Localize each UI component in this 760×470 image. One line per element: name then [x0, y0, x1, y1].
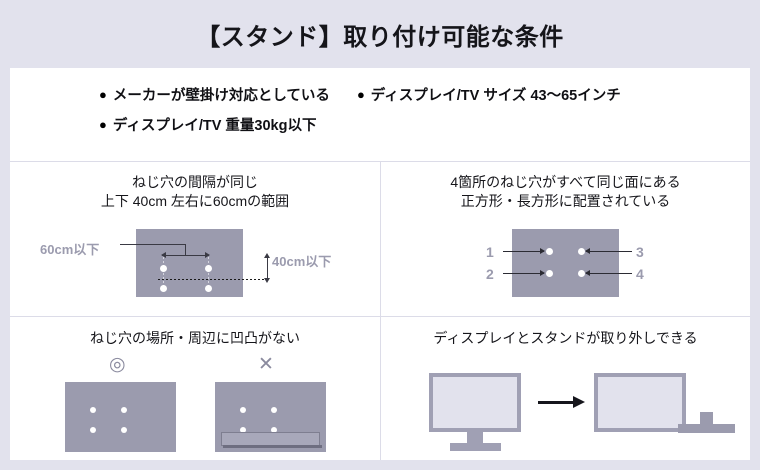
display-back-panel-ok	[65, 382, 176, 452]
monitor-base	[450, 443, 501, 451]
spacing-diagram: 60cm以下 40cm以下	[10, 223, 380, 316]
conditions-list: ● メーカーが壁掛け対応としている ● ディスプレイ/TV サイズ 43〜65イ…	[10, 68, 750, 161]
screw-hole	[546, 248, 553, 255]
ok-mark-icon: ◎	[109, 354, 126, 375]
protrusion-bar-shadow	[223, 445, 322, 448]
screw-hole	[90, 427, 96, 433]
panel-title-line2: 正方形・長方形に配置されている	[460, 193, 671, 210]
panel-title: ねじ穴の場所・周辺に凹凸がない	[10, 317, 380, 348]
condition-label: メーカーが壁掛け対応としている	[112, 88, 330, 104]
screw-hole	[90, 407, 96, 413]
screw-hole	[271, 407, 277, 413]
condition-label: ディスプレイ/TV サイズ 43〜65インチ	[370, 88, 621, 104]
screw-hole	[240, 427, 246, 433]
panel-same-plane-holes: 4箇所のねじ穴がすべて同じ面にある 正方形・長方形に配置されている 1 2 3 …	[381, 161, 750, 316]
hole-number-2: 2	[486, 266, 494, 282]
bullet-icon: ●	[99, 87, 107, 102]
header-band: 【スタンド】取り付け可能な条件	[0, 0, 760, 68]
hole-guide-left	[163, 257, 164, 287]
detached-stand-base	[678, 424, 735, 433]
panel-flat-surface: ねじ穴の場所・周辺に凹凸がない ◎ ✕	[10, 317, 380, 460]
screw-hole	[205, 285, 212, 292]
flat-surface-diagram: ◎ ✕	[10, 355, 380, 460]
height-limit-label: 40cm以下	[272, 254, 332, 269]
hole-pointer-3	[585, 248, 632, 254]
display-back-panel	[512, 229, 619, 297]
hole-pointer-4	[585, 270, 632, 276]
panel-title: 4箇所のねじ穴がすべて同じ面にある 正方形・長方形に配置されている	[381, 161, 750, 212]
protrusion-bar	[221, 432, 320, 446]
screw-hole	[578, 270, 585, 277]
page-title: 【スタンド】取り付け可能な条件	[196, 23, 564, 51]
conditions-row-1: ● メーカーが壁掛け対応としている ● ディスプレイ/TV サイズ 43〜65イ…	[10, 84, 750, 114]
screw-hole	[121, 427, 127, 433]
panel-title-line1: 4箇所のねじ穴がすべて同じ面にある	[450, 174, 681, 190]
panel-removable-stand: ディスプレイとスタンドが取り外しできる	[381, 317, 750, 460]
bullet-icon: ●	[356, 87, 365, 102]
condition-item-wall-mount-supported: ● メーカーが壁掛け対応としている	[99, 84, 330, 105]
monitor-neck	[467, 432, 483, 443]
width-leader-drop	[185, 244, 186, 256]
panel-title: ねじ穴の間隔が同じ 上下 40cm 左右に60cmの範囲	[10, 161, 380, 212]
screw-hole	[121, 407, 127, 413]
conditions-row-2: ● ディスプレイ/TV 重量30kg以下	[10, 114, 750, 144]
condition-label: ディスプレイ/TV 重量30kg以下	[112, 118, 317, 134]
hole-number-1: 1	[486, 244, 494, 260]
screw-hole	[205, 265, 212, 272]
ng-mark-icon: ✕	[258, 354, 274, 375]
panel-title-line1: ねじ穴の間隔が同じ	[132, 174, 258, 190]
removable-stand-diagram	[381, 355, 750, 460]
screw-hole	[160, 285, 167, 292]
horizontal-dimension-arrow	[161, 252, 210, 258]
hole-number-3: 3	[636, 244, 644, 260]
panel-title-line1: ディスプレイとスタンドが取り外しできる	[433, 330, 698, 346]
hole-pointer-1	[503, 248, 545, 254]
hole-guide-right	[208, 257, 209, 287]
requirements-grid: ねじ穴の間隔が同じ 上下 40cm 左右に60cmの範囲 60cm以下 40cm…	[10, 161, 750, 460]
hole-guide-horizontal	[158, 279, 266, 280]
display-back-panel	[136, 229, 243, 297]
screw-hole	[578, 248, 585, 255]
panel-screw-hole-spacing: ねじ穴の間隔が同じ 上下 40cm 左右に60cmの範囲 60cm以下 40cm…	[10, 161, 380, 316]
screw-hole	[240, 407, 246, 413]
panel-title: ディスプレイとスタンドが取り外しできる	[381, 317, 750, 348]
condition-item-display-weight: ● ディスプレイ/TV 重量30kg以下	[99, 114, 316, 135]
transform-arrow-icon	[538, 396, 585, 408]
grid-divider-vertical	[380, 161, 381, 460]
screw-hole	[271, 427, 277, 433]
content-card: ● メーカーが壁掛け対応としている ● ディスプレイ/TV サイズ 43〜65イ…	[10, 68, 750, 460]
panel-title-line1: ねじ穴の場所・周辺に凹凸がない	[90, 330, 300, 346]
bullet-icon: ●	[99, 117, 107, 132]
hole-number-4: 4	[636, 266, 644, 282]
screw-hole	[546, 270, 553, 277]
monitor-screen-icon	[429, 373, 521, 432]
detached-stand-neck	[700, 412, 713, 424]
width-leader-line	[120, 244, 186, 245]
screw-hole	[160, 265, 167, 272]
hole-pointer-2	[503, 270, 545, 276]
same-plane-diagram: 1 2 3 4	[381, 223, 750, 316]
vertical-dimension-arrow	[264, 253, 270, 283]
panel-title-line2: 上下 40cm 左右に60cmの範囲	[100, 193, 290, 210]
condition-item-display-size: ● ディスプレイ/TV サイズ 43〜65インチ	[357, 84, 621, 105]
detached-display-icon	[594, 373, 686, 432]
width-limit-label: 60cm以下	[40, 242, 100, 257]
